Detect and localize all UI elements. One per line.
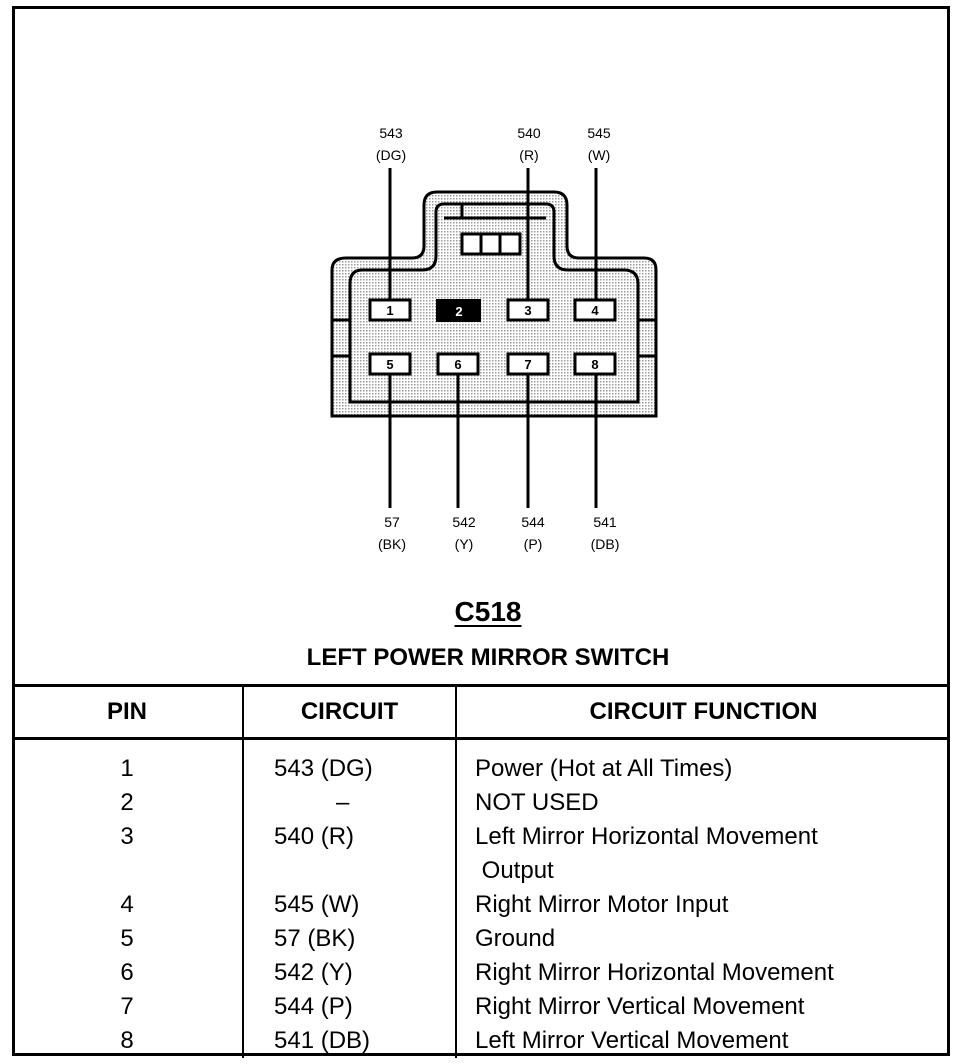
table-cell-function: Ground (475, 925, 556, 952)
table-cell-function: Power (Hot at All Times) (475, 755, 733, 782)
wire-color-541: (DB) (591, 536, 620, 552)
header-pin: PIN (12, 684, 243, 740)
cavity-7-label: 7 (524, 357, 531, 372)
connector-title: LEFT POWER MIRROR SWITCH (306, 644, 670, 671)
cavity-1-label: 1 (386, 303, 393, 318)
table-cell-pin: 1 (120, 755, 134, 782)
header-function: CIRCUIT FUNCTION (455, 684, 950, 740)
table-cell-circuit: 57 (BK) (274, 925, 356, 952)
table-cell-pin: 2 (120, 789, 134, 816)
table-cell-pin: 7 (120, 993, 134, 1020)
table-cell-circuit: 544 (P) (274, 993, 353, 1020)
cavity-3-label: 3 (524, 303, 531, 318)
table-cell-pin: 4 (120, 891, 134, 918)
wire-label-57: 57 (384, 514, 400, 530)
pinout-table: PIN CIRCUIT CIRCUIT FUNCTION 1 2 3 4 5 6… (12, 684, 950, 1058)
table-cell-circuit: – (336, 789, 350, 816)
wire-label-544: 544 (521, 514, 545, 530)
connector-diagram: 1 2 3 4 5 6 7 8 543 (DG) 540 (R) 545 (W)… (330, 125, 658, 552)
connector-latch (444, 204, 546, 256)
wires (388, 168, 598, 508)
cavity-4: 4 (573, 298, 617, 322)
table-cell-pin: 5 (120, 925, 134, 952)
table-cell-function-cont: Output (475, 857, 554, 884)
cavity-8: 8 (573, 352, 617, 376)
table-cell-pin: 8 (120, 1027, 134, 1054)
wire-color-540: (R) (519, 147, 538, 163)
table-cell-pin: 6 (120, 959, 134, 986)
cavity-7: 7 (506, 352, 550, 376)
cavity-6-label: 6 (454, 357, 461, 372)
cavity-2: 2 (436, 299, 481, 322)
wire-color-544: (P) (524, 536, 543, 552)
table-header-row: PIN CIRCUIT CIRCUIT FUNCTION (12, 684, 950, 740)
cavity-1: 1 (368, 298, 412, 322)
wire-color-57: (BK) (378, 536, 406, 552)
wire-color-543: (DG) (376, 147, 406, 163)
cavity-8-label: 8 (591, 357, 598, 372)
wire-label-540: 540 (517, 125, 541, 141)
wire-label-541: 541 (593, 514, 617, 530)
cavity-6: 6 (436, 352, 480, 376)
table-cell-function: Right Mirror Horizontal Movement (475, 959, 834, 986)
wire-label-543: 543 (379, 125, 403, 141)
table-body: 1 2 3 4 5 6 7 8 543 (DG) – 540 (R) 5 (12, 738, 950, 1059)
header-circuit: CIRCUIT (242, 684, 456, 740)
table-cell-function: Right Mirror Vertical Movement (475, 993, 805, 1020)
wire-label-545: 545 (587, 125, 611, 141)
connector-inner-outline (348, 202, 640, 404)
cavity-2-label: 2 (455, 304, 462, 319)
table-cell-function: Left Mirror Horizontal Movement (475, 823, 818, 850)
circuit-column: 543 (DG) – 540 (R) 545 (W) 57 (BK) 542 (… (242, 738, 456, 1058)
table-cell-function: Right Mirror Motor Input (475, 891, 729, 918)
cavity-4-label: 4 (591, 303, 599, 318)
cavity-5: 5 (368, 352, 412, 376)
table-cell-circuit: 542 (Y) (274, 959, 353, 986)
connector-id-text: C518 (454, 596, 522, 627)
function-column: Power (Hot at All Times) NOT USED Left M… (455, 738, 950, 1058)
table-cell-pin: 3 (120, 823, 134, 850)
wire-color-545: (W) (588, 147, 611, 163)
table-cell-function: Left Mirror Vertical Movement (475, 1027, 789, 1054)
wire-label-542: 542 (452, 514, 476, 530)
table-cell-circuit: 541 (DB) (274, 1027, 371, 1054)
table-cell-circuit: 540 (R) (274, 823, 355, 850)
cavity-5-label: 5 (386, 357, 393, 372)
table-cell-circuit: 543 (DG) (274, 755, 373, 782)
connector-id: C518 (0, 596, 976, 628)
cavity-3: 3 (506, 298, 550, 322)
table-cell-function: NOT USED (475, 789, 599, 816)
wire-color-542: (Y) (455, 536, 474, 552)
pin-column: 1 2 3 4 5 6 7 8 (12, 739, 243, 1059)
table-cell-circuit: 545 (W) (274, 891, 360, 918)
